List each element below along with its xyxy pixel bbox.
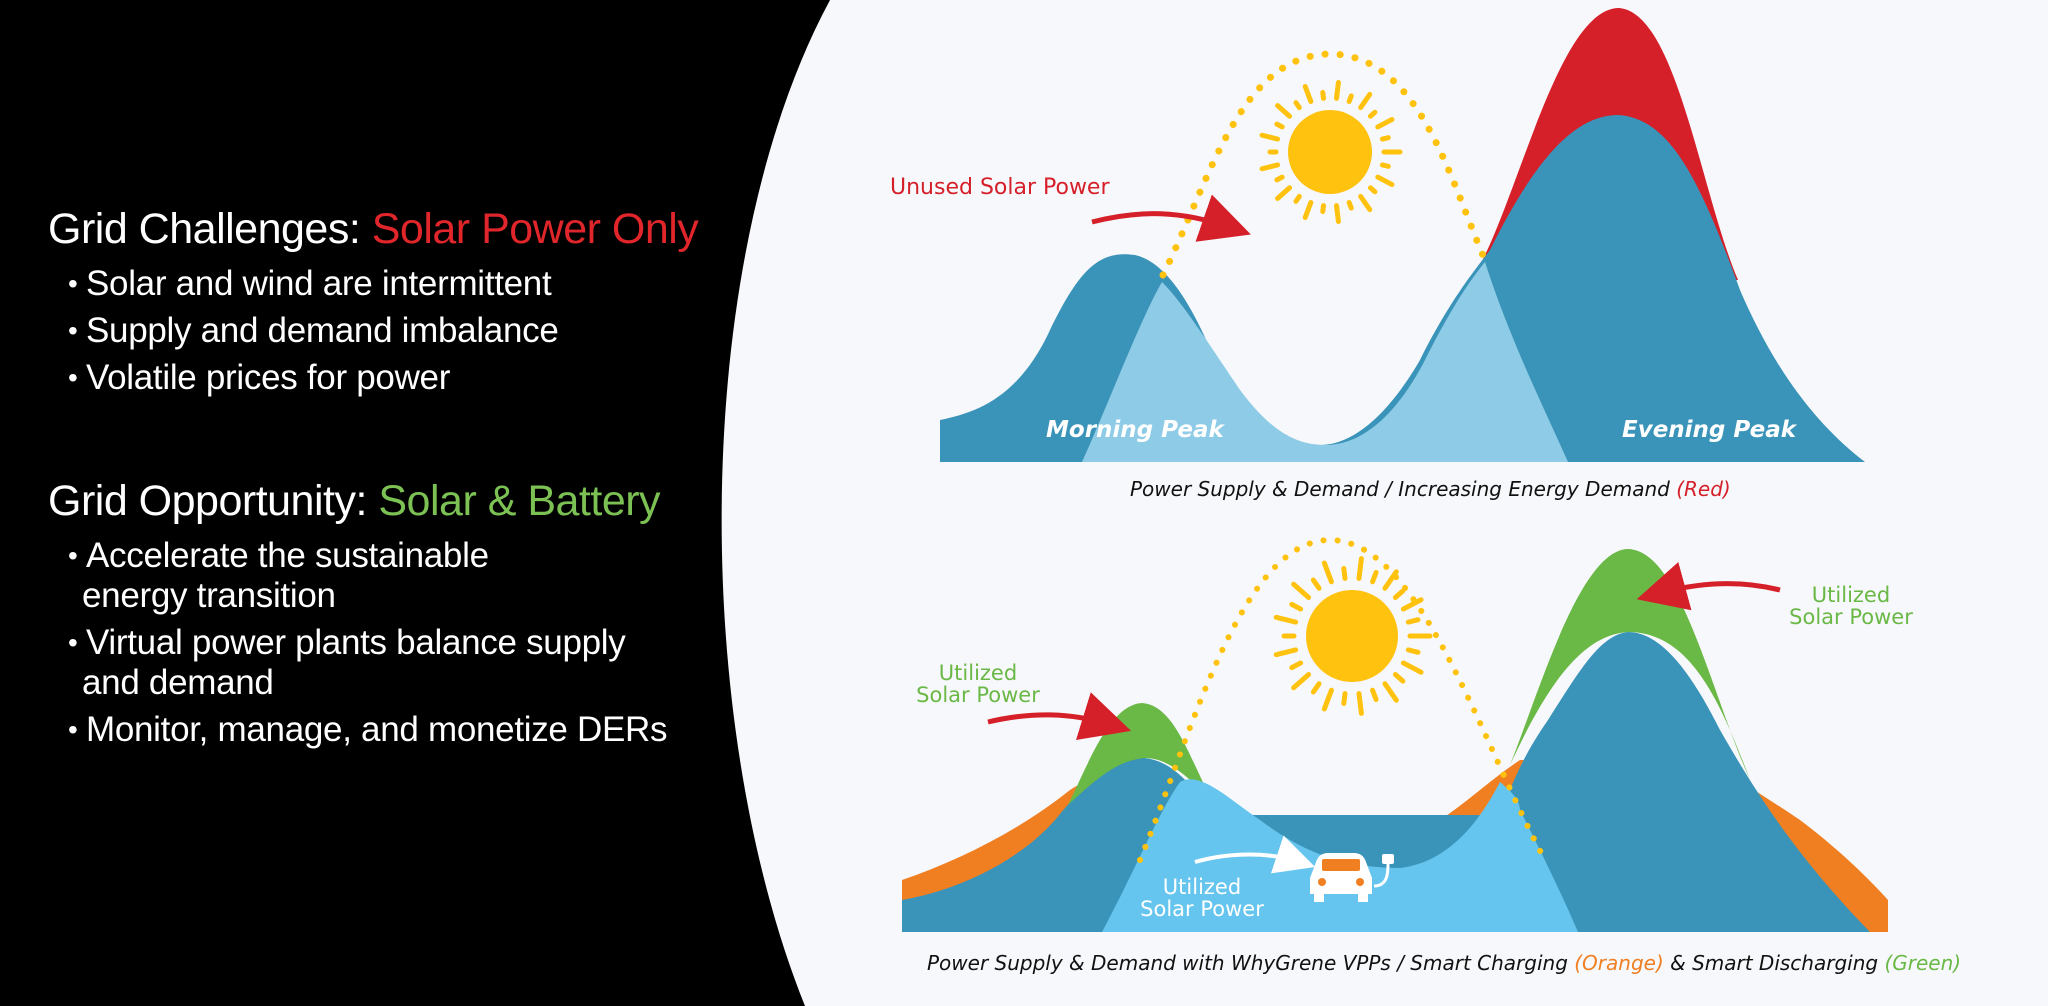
sun-ray bbox=[1321, 560, 1334, 585]
arrow-icon bbox=[987, 692, 1132, 741]
right-utilized-label: Solar Power bbox=[1789, 605, 1913, 629]
sun-ray bbox=[1346, 93, 1354, 105]
sun-ray bbox=[1379, 135, 1391, 142]
sun-ray bbox=[1341, 691, 1348, 707]
arrow-icon bbox=[1194, 835, 1316, 874]
sun-ray bbox=[1382, 681, 1399, 703]
sun-ray bbox=[1320, 89, 1326, 101]
sun-ray bbox=[1375, 116, 1395, 130]
sun-ray bbox=[1293, 100, 1302, 111]
sun-ray bbox=[1291, 671, 1312, 691]
sun-core bbox=[1288, 110, 1372, 194]
sun-ray bbox=[1302, 84, 1314, 105]
sun-ray bbox=[1392, 671, 1406, 684]
left-utilized-label: Utilized bbox=[939, 661, 1017, 685]
smart-discharge-area-left bbox=[1068, 703, 1212, 805]
sun-core bbox=[1306, 590, 1398, 682]
sun-icon bbox=[1259, 80, 1403, 224]
sun-icon bbox=[1273, 556, 1433, 716]
bullet-item: Solar and wind are intermittent bbox=[68, 264, 738, 304]
sun-ray bbox=[1400, 597, 1424, 612]
sun-ray bbox=[1259, 132, 1281, 142]
center-utilized-label: Solar Power bbox=[1140, 897, 1264, 921]
challenges-list: Solar and wind are intermittent Supply a… bbox=[48, 264, 738, 398]
car-icon bbox=[1310, 853, 1394, 902]
sun-ray bbox=[1274, 121, 1285, 130]
evening-peak-label: Evening Peak bbox=[1622, 417, 1798, 443]
sun-ray bbox=[1367, 109, 1378, 119]
sun-ray bbox=[1379, 162, 1391, 169]
sun-ray bbox=[1289, 601, 1304, 612]
sun-ray bbox=[1310, 577, 1322, 591]
sun-ray bbox=[1346, 199, 1354, 211]
center-utilized-label: Utilized bbox=[1163, 875, 1241, 899]
sun-ray bbox=[1289, 660, 1304, 671]
sun-ray bbox=[1275, 103, 1293, 119]
unused-solar-label: Unused Solar Power bbox=[890, 175, 1110, 200]
sun-ray bbox=[1334, 80, 1341, 101]
bottom-diagram: Utilized Solar Power Utilized Solar Powe… bbox=[902, 536, 1961, 975]
sun-ray bbox=[1375, 174, 1395, 188]
smart-discharge-area-right bbox=[1510, 549, 1750, 780]
left-utilized-label: Solar Power bbox=[916, 683, 1040, 707]
sun-ray bbox=[1310, 681, 1322, 695]
solar-supply-area bbox=[1102, 779, 1578, 932]
bullet-item: Monitor, manage, and monetize DERs bbox=[68, 710, 738, 750]
challenges-heading: Grid Challenges: Solar Power Only bbox=[48, 205, 699, 253]
sun-ray bbox=[1370, 687, 1379, 703]
morning-peak-label: Morning Peak bbox=[1046, 417, 1225, 443]
sun-ray bbox=[1358, 91, 1373, 111]
sun-ray bbox=[1392, 588, 1406, 601]
top-diagram: Unused Solar Power Morning Peak Evening … bbox=[890, 8, 1865, 501]
arrow-icon bbox=[1636, 561, 1781, 611]
sun-ray bbox=[1405, 617, 1421, 625]
sun-ray bbox=[1275, 185, 1293, 201]
sun-ray bbox=[1273, 647, 1299, 658]
sun-ray bbox=[1367, 185, 1378, 195]
bullet-item: Volatile prices for power bbox=[68, 358, 738, 398]
sun-ray bbox=[1400, 660, 1424, 675]
sun-ray bbox=[1259, 162, 1281, 172]
solar-dotted-arc bbox=[1137, 536, 1548, 863]
sun-ray bbox=[1356, 691, 1364, 716]
bullet-item: Supply and demand imbalance bbox=[68, 311, 738, 351]
sun-ray bbox=[1341, 565, 1348, 581]
sun-ray bbox=[1273, 614, 1299, 625]
sun-ray bbox=[1291, 581, 1312, 601]
top-caption: Power Supply & Demand / Increasing Energ… bbox=[1130, 477, 1731, 501]
sun-ray bbox=[1370, 569, 1379, 585]
sun-ray bbox=[1302, 199, 1314, 220]
right-utilized-label: Utilized bbox=[1812, 583, 1890, 607]
sun-ray bbox=[1321, 687, 1334, 712]
sun-ray bbox=[1293, 193, 1302, 204]
bottom-caption: Power Supply & Demand with WhyGrene VPPs… bbox=[927, 951, 1961, 975]
sun-ray bbox=[1356, 556, 1364, 581]
sun-ray bbox=[1274, 174, 1285, 183]
solar-supply-area bbox=[1082, 262, 1568, 462]
left-text-panel: Grid Challenges: Solar Power Only Solar … bbox=[48, 205, 738, 757]
arrow-icon bbox=[1091, 194, 1251, 242]
opportunity-heading: Grid Opportunity: Solar & Battery bbox=[48, 477, 661, 525]
sun-ray bbox=[1358, 193, 1373, 213]
sun-ray bbox=[1382, 569, 1399, 591]
sun-ray bbox=[1320, 203, 1326, 215]
sun-ray bbox=[1334, 203, 1341, 224]
sun-ray bbox=[1405, 647, 1421, 655]
